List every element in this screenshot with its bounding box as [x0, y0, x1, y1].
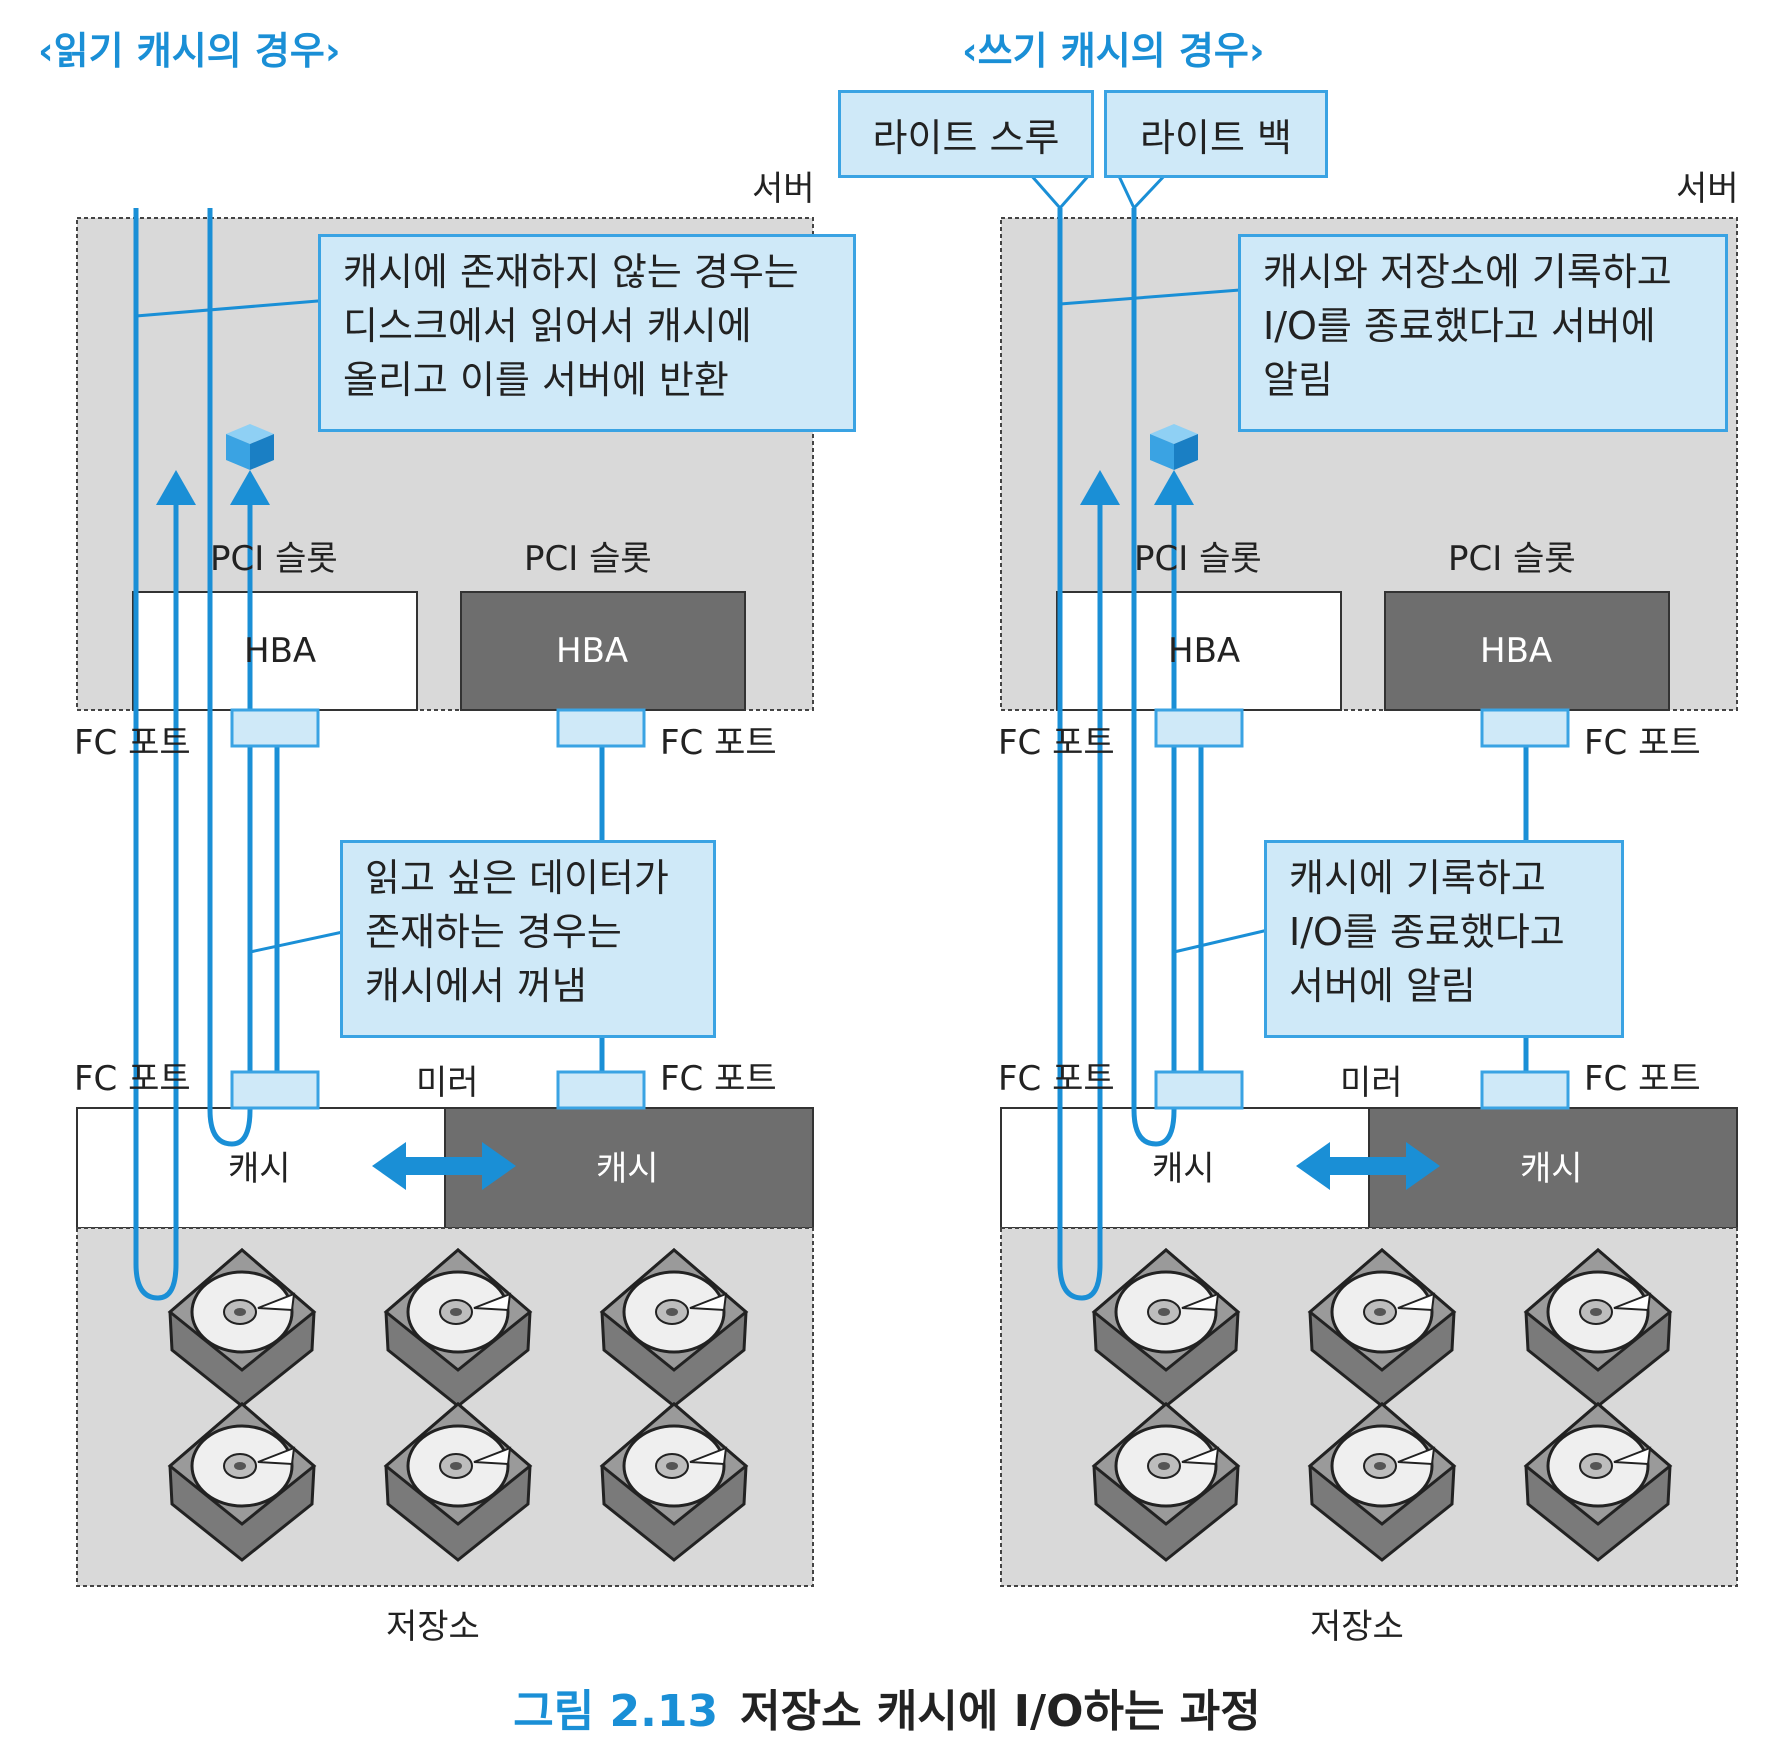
- right-fc-port-top-2: [1480, 708, 1570, 748]
- left-storage-label: 저장소: [386, 1607, 480, 1647]
- right-panel: [1000, 172, 1738, 1587]
- left-fc-port-top-1: [230, 708, 320, 748]
- right-tag-write-back: 라이트 백: [1104, 90, 1328, 178]
- figure-title: 저장소 캐시에 I/O하는 과정: [740, 1686, 1261, 1737]
- right-pci-slot-label-1: PCI 슬롯: [1134, 539, 1262, 579]
- left-cache-label-1: 캐시: [228, 1149, 291, 1189]
- callout-line: I/O를 종료했다고 서버에: [1263, 304, 1656, 348]
- callout-line: 올리고 이를 서버에 반환: [343, 358, 729, 402]
- right-hba-2: [1384, 591, 1670, 711]
- right-fc-port-bottom-2: [1480, 1070, 1570, 1110]
- left-fc-port-label-top-right: FC 포트: [660, 723, 777, 763]
- right-fc-port-top-1: [1154, 708, 1244, 748]
- left-hba-label-2: HBA: [556, 631, 629, 671]
- callout-line: 디스크에서 읽어서 캐시에: [343, 304, 752, 348]
- right-cache-label-1: 캐시: [1152, 1149, 1215, 1189]
- left-callout-cache-miss: 캐시에 존재하지 않는 경우는 디스크에서 읽어서 캐시에 올리고 이를 서버에…: [318, 234, 856, 432]
- right-fc-port-label-top-left: FC 포트: [998, 723, 1115, 763]
- left-fc-port-top-2: [556, 708, 646, 748]
- left-fc-port-label-top-left: FC 포트: [74, 723, 191, 763]
- right-cache-label-2: 캐시: [1520, 1149, 1583, 1189]
- figure-number: 그림 2.13: [513, 1686, 719, 1737]
- left-pci-slot-label-1: PCI 슬롯: [210, 539, 338, 579]
- left-hba-label-1: HBA: [244, 631, 317, 671]
- right-fc-port-label-bottom-left: FC 포트: [998, 1059, 1115, 1099]
- callout-line: 서버에 알림: [1289, 964, 1476, 1008]
- left-server-label: 서버: [752, 169, 815, 209]
- right-server-label: 서버: [1676, 169, 1739, 209]
- left-hba-1: [132, 591, 418, 711]
- right-mirror-label: 미러: [1340, 1063, 1403, 1103]
- figure-caption: 그림 2.13 저장소 캐시에 I/O하는 과정: [0, 1675, 1774, 1739]
- right-tag-write-through: 라이트 스루: [838, 90, 1094, 178]
- left-heading: ‹읽기 캐시의 경우›: [38, 29, 341, 73]
- callout-line: 캐시에서 꺼냄: [365, 964, 587, 1008]
- callout-line: 캐시와 저장소에 기록하고: [1263, 250, 1672, 294]
- left-fc-port-label-bottom-left: FC 포트: [74, 1059, 191, 1099]
- right-hba-1: [1056, 591, 1342, 711]
- left-mirror-label: 미러: [416, 1063, 479, 1103]
- right-mirror-arrow-icon: [1296, 1142, 1440, 1190]
- right-fc-port-label-bottom-right: FC 포트: [1584, 1059, 1701, 1099]
- right-fc-port-label-top-right: FC 포트: [1584, 723, 1701, 763]
- right-hba-label-1: HBA: [1168, 631, 1241, 671]
- callout-line: 읽고 싶은 데이터가: [365, 856, 669, 900]
- callout-line: 캐시에 존재하지 않는 경우는: [343, 250, 799, 294]
- left-callout-cache-hit: 읽고 싶은 데이터가 존재하는 경우는 캐시에서 꺼냄: [340, 840, 716, 1038]
- left-fc-port-label-bottom-right: FC 포트: [660, 1059, 777, 1099]
- left-mirror-arrow-icon: [372, 1142, 516, 1190]
- right-callout-write-through: 캐시와 저장소에 기록하고 I/O를 종료했다고 서버에 알림: [1238, 234, 1728, 432]
- right-storage-label: 저장소: [1310, 1607, 1404, 1647]
- right-pci-slot-label-2: PCI 슬롯: [1448, 539, 1576, 579]
- callout-line: 존재하는 경우는: [365, 910, 622, 954]
- left-fc-port-bottom-2: [556, 1070, 646, 1110]
- callout-line: 캐시에 기록하고: [1289, 856, 1546, 900]
- callout-line: 알림: [1263, 358, 1333, 402]
- right-callout-write-back: 캐시에 기록하고 I/O를 종료했다고 서버에 알림: [1264, 840, 1624, 1038]
- left-fc-port-bottom-1: [230, 1070, 320, 1110]
- right-heading: ‹쓰기 캐시의 경우›: [962, 29, 1265, 73]
- right-hba-label-2: HBA: [1480, 631, 1553, 671]
- left-pci-slot-label-2: PCI 슬롯: [524, 539, 652, 579]
- right-fc-port-bottom-1: [1154, 1070, 1244, 1110]
- callout-line: I/O를 종료했다고: [1289, 910, 1565, 954]
- left-cache-label-2: 캐시: [596, 1149, 659, 1189]
